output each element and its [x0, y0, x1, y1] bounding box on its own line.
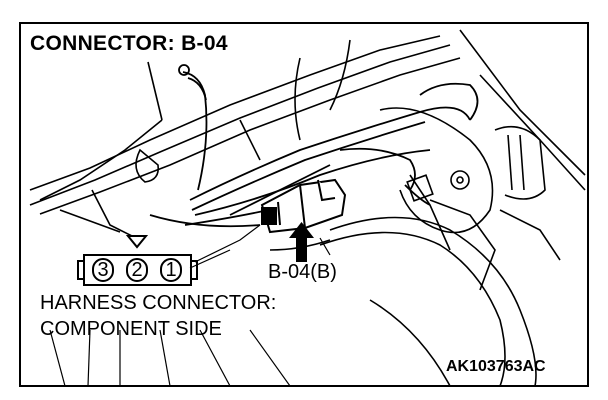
figure-code: AK103763AC — [446, 358, 546, 375]
vehicle-body-lines — [29, 29, 586, 387]
leader-lines — [49, 224, 331, 387]
connector-b04-body — [260, 178, 347, 234]
engine-components — [379, 107, 561, 291]
pin-2: 2 — [126, 258, 148, 282]
connector-callout-label: B-04(B) — [268, 261, 337, 283]
connector-callout-arrow — [289, 222, 314, 262]
pin-3: 3 — [92, 258, 114, 282]
harness-label-line2: COMPONENT SIDE — [40, 318, 222, 340]
pin-1: 1 — [160, 258, 182, 282]
harness-label-line1: HARNESS CONNECTOR: — [40, 292, 277, 314]
connector-title: CONNECTOR: B-04 — [30, 32, 228, 55]
connector-face-outline — [77, 254, 198, 286]
pin-orientation-marker — [125, 235, 149, 249]
figure-border — [19, 22, 589, 387]
wire-harness — [149, 64, 479, 228]
